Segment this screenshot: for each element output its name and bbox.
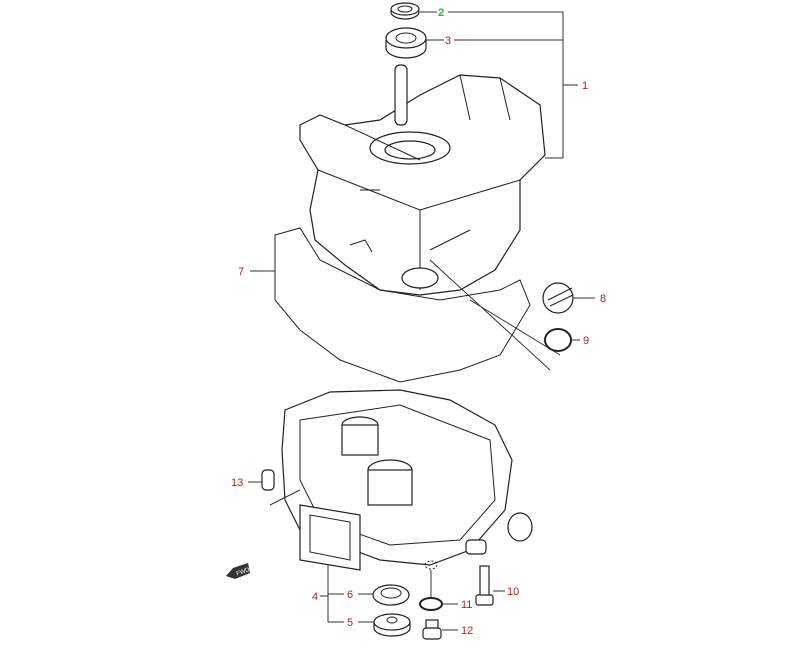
drain-plug[interactable] [422, 619, 442, 640]
leader-lines [248, 11, 595, 631]
gasket-washer[interactable] [419, 597, 443, 611]
callout-13[interactable]: 13 [231, 477, 243, 489]
lower-crankcase[interactable] [269, 389, 533, 571]
callout-9[interactable]: 9 [583, 335, 589, 347]
washer-plate[interactable] [373, 613, 411, 637]
fwd-arrow-icon: FWD [226, 563, 251, 579]
callout-8[interactable]: 8 [600, 293, 606, 305]
callout-11[interactable]: 11 [461, 599, 472, 611]
plug[interactable] [542, 282, 574, 314]
callout-7[interactable]: 7 [238, 266, 244, 278]
callout-4[interactable]: 4 [312, 591, 318, 603]
callout-1[interactable]: 1 [582, 80, 588, 92]
dowel-pin[interactable] [261, 469, 275, 491]
callout-12[interactable]: 12 [461, 625, 473, 637]
callout-2[interactable]: 2 [438, 7, 444, 19]
bolt[interactable] [475, 565, 494, 606]
callout-6[interactable]: 6 [347, 589, 353, 601]
bearing[interactable] [385, 27, 427, 59]
upper-crankcase[interactable] [299, 64, 561, 371]
callout-10[interactable]: 10 [507, 586, 519, 598]
oil-seal-lower[interactable] [372, 584, 410, 606]
callout-3[interactable]: 3 [445, 35, 451, 47]
gasket[interactable] [274, 227, 531, 383]
fwd-label: FWD [236, 567, 252, 578]
callout-5[interactable]: 5 [347, 617, 353, 629]
oil-seal[interactable] [390, 2, 420, 20]
o-ring[interactable] [544, 328, 572, 352]
